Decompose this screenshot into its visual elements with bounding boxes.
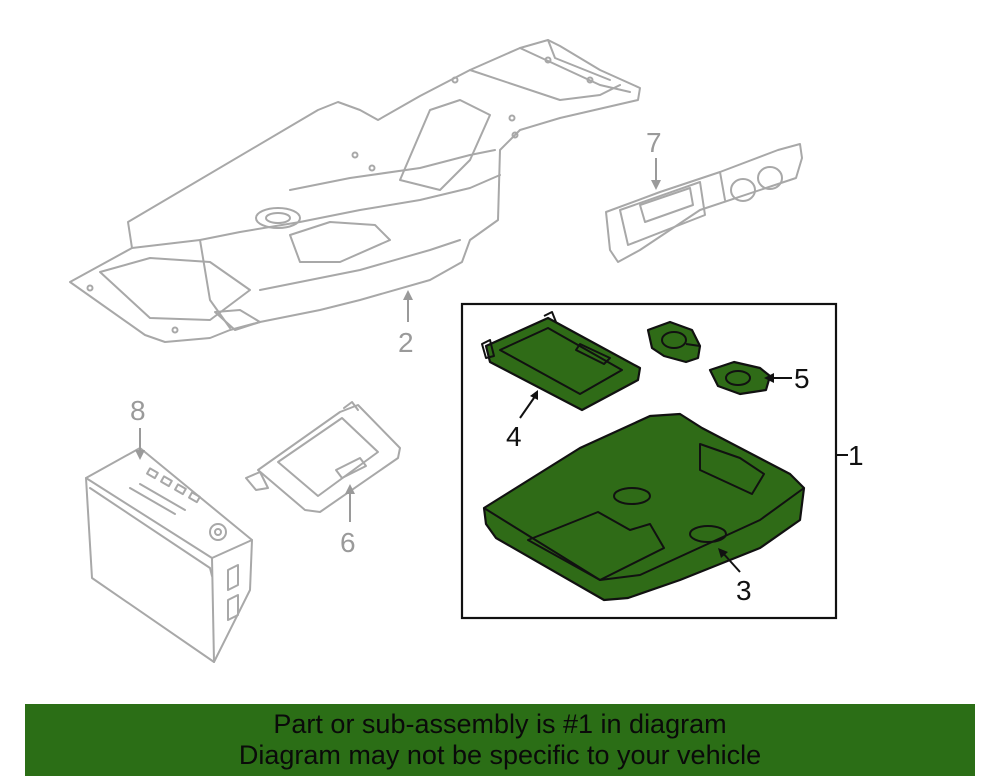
banner-line-1: Part or sub-assembly is #1 in diagram bbox=[273, 709, 727, 739]
part-3-console-housing[interactable] bbox=[482, 412, 806, 602]
part-5-socket-upper[interactable] bbox=[646, 320, 702, 364]
parts-diagram: 2 7 8 6 1 bbox=[69, 39, 864, 663]
part-6-lens[interactable] bbox=[245, 401, 401, 513]
callout-6: 6 bbox=[340, 527, 356, 558]
callout-8: 8 bbox=[130, 395, 146, 426]
banner-line-2: Diagram may not be specific to your vehi… bbox=[238, 740, 762, 770]
callout-3: 3 bbox=[736, 575, 752, 606]
callout-4: 4 bbox=[506, 421, 522, 452]
callout-7: 7 bbox=[646, 127, 662, 158]
part-7-switch-bezel[interactable] bbox=[605, 143, 803, 263]
part-8-module[interactable] bbox=[85, 447, 253, 663]
callout-5: 5 bbox=[794, 363, 810, 394]
part-4-lens[interactable] bbox=[481, 311, 642, 412]
assembly-1-frame bbox=[460, 302, 838, 620]
part-5-socket[interactable] bbox=[708, 360, 772, 396]
part-2-panel[interactable] bbox=[69, 39, 641, 343]
callout-2: 2 bbox=[398, 327, 414, 358]
info-banner: Part or sub-assembly is #1 in diagram Di… bbox=[25, 704, 975, 776]
callout-1: 1 bbox=[848, 440, 864, 471]
